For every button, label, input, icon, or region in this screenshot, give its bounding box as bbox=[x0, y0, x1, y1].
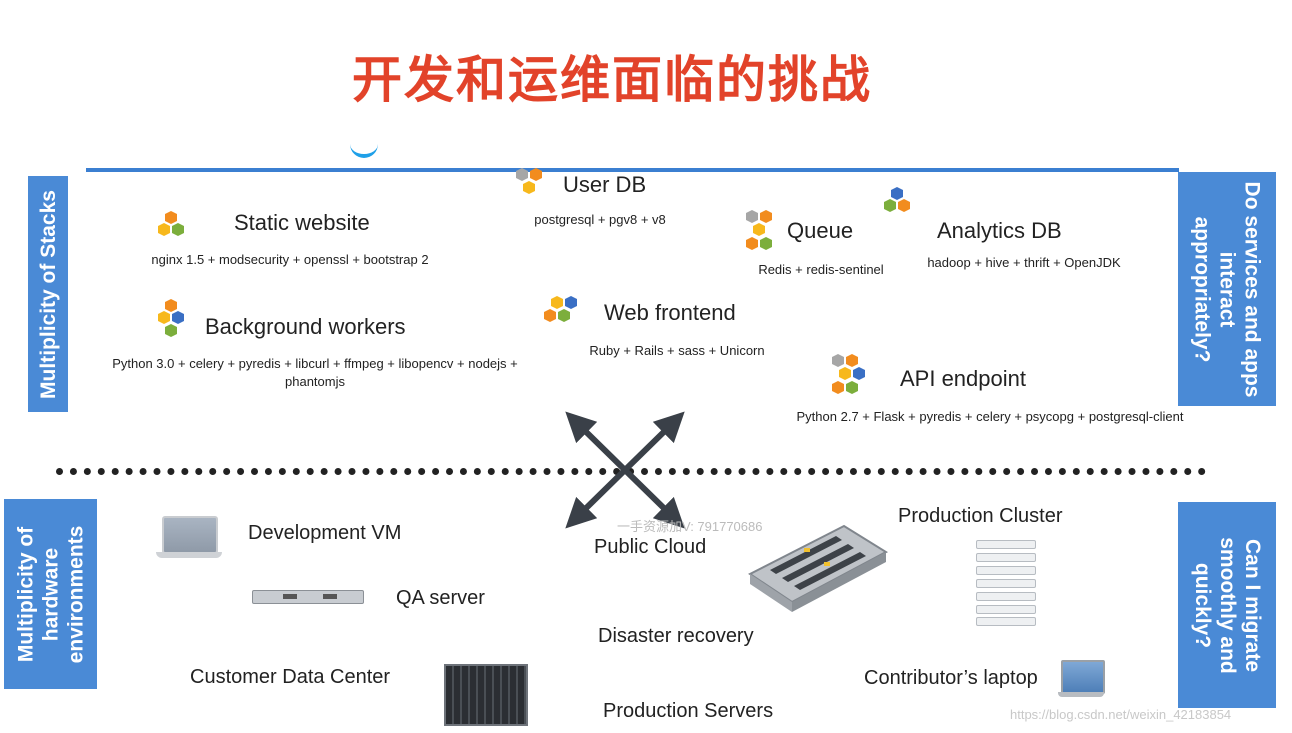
disaster-recovery-label: Disaster recovery bbox=[598, 625, 754, 647]
label-multiplicity-of-hardware-text: Multiplicity of hardware environments bbox=[14, 525, 88, 663]
production-cluster-rack-icon bbox=[976, 540, 1036, 626]
api-endpoint-name: API endpoint bbox=[900, 366, 1026, 391]
contributors-laptop-label: Contributor’s laptop bbox=[864, 667, 1038, 689]
url-watermark: https://blog.csdn.net/weixin_42183854 bbox=[1010, 707, 1232, 722]
label-migrate-quickly-text: Can I migrate smoothly and quickly? bbox=[1190, 536, 1264, 674]
background-workers-stack-line2: phantomjs bbox=[285, 374, 345, 389]
analytics-db-stack: hadoop + hive + thrift + OpenJDK bbox=[927, 255, 1121, 270]
api-endpoint-stack: Python 2.7 + Flask + pyredis + celery + … bbox=[796, 409, 1184, 424]
customer-data-center-label: Customer Data Center bbox=[190, 666, 391, 688]
development-vm-label: Development VM bbox=[248, 522, 402, 544]
queue-stack: Redis + redis-sentinel bbox=[758, 262, 884, 277]
label-services-interact-text: Do services and apps interact appropriat… bbox=[1190, 181, 1264, 397]
customer-data-center-server-icon bbox=[444, 664, 528, 726]
label-multiplicity-of-stacks: Multiplicity of Stacks bbox=[28, 176, 68, 412]
label-services-interact: Do services and apps interact appropriat… bbox=[1178, 172, 1276, 406]
production-servers-label: Production Servers bbox=[603, 700, 774, 722]
analytics-db-name: Analytics DB bbox=[937, 218, 1062, 243]
static-website-stack: nginx 1.5 + modsecurity + openssl + boot… bbox=[151, 252, 429, 267]
web-frontend-name: Web frontend bbox=[604, 300, 736, 325]
contributors-laptop-icon bbox=[1058, 660, 1105, 698]
crossed-arrows-icon bbox=[565, 411, 685, 529]
data-center-floor-icon bbox=[748, 524, 889, 612]
top-arc-decoration bbox=[350, 142, 378, 158]
web-frontend-stack: Ruby + Rails + sass + Unicorn bbox=[589, 343, 765, 358]
user-db-stack: postgresql + pgv8 + v8 bbox=[534, 212, 666, 227]
queue-hex-icon bbox=[746, 210, 772, 250]
analytics-db-hex-icon bbox=[884, 187, 910, 212]
user-db-hex-icon bbox=[516, 168, 542, 194]
queue-name: Queue bbox=[787, 218, 854, 243]
top-divider-line bbox=[86, 168, 1179, 172]
center-watermark: 一手资源加V: 791770686 bbox=[617, 519, 763, 534]
development-vm-laptop-icon bbox=[156, 516, 222, 560]
qa-server-label: QA server bbox=[396, 587, 485, 609]
label-migrate-quickly: Can I migrate smoothly and quickly? bbox=[1178, 502, 1276, 708]
production-cluster-label: Production Cluster bbox=[898, 505, 1063, 527]
api-endpoint-hex-icon bbox=[832, 354, 865, 394]
label-multiplicity-of-hardware: Multiplicity of hardware environments bbox=[4, 499, 97, 689]
label-multiplicity-of-stacks-text: Multiplicity of Stacks bbox=[36, 189, 60, 399]
static-website-hex-icon bbox=[158, 211, 184, 236]
web-frontend-hex-icon bbox=[544, 296, 577, 322]
background-workers-stack-line1: Python 3.0 + celery + pyredis + libcurl … bbox=[112, 356, 518, 371]
user-db-name: User DB bbox=[563, 172, 647, 197]
static-website-name: Static website bbox=[234, 210, 370, 235]
public-cloud-label: Public Cloud bbox=[594, 536, 707, 558]
background-workers-name: Background workers bbox=[205, 314, 406, 339]
qa-server-icon bbox=[252, 590, 364, 604]
page-title: 开发和运维面临的挑战 bbox=[352, 51, 872, 109]
background-workers-hex-icon bbox=[158, 299, 184, 337]
